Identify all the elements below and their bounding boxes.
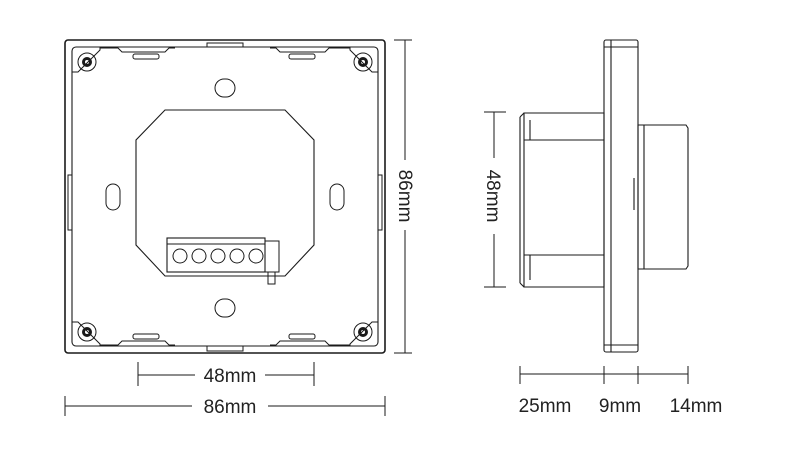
terminal-screw — [229, 248, 245, 264]
corner-cuts — [72, 47, 378, 346]
terminal-tab — [267, 271, 276, 285]
dim-label-48mm-side: 48mm — [482, 170, 503, 223]
side-plate — [603, 39, 639, 353]
dim-front-outer-width — [64, 396, 386, 416]
dim-label-86mm-height: 86mm — [394, 170, 415, 223]
terminal-screw — [172, 248, 188, 264]
dim-label-14mm: 14mm — [670, 396, 723, 417]
bottom-clips — [100, 333, 350, 346]
side-back-body — [519, 112, 605, 288]
dim-label-48mm-front: 48mm — [204, 366, 257, 387]
dim-side-depths — [519, 366, 689, 384]
side-view: 48mm 25mm 9mm 14mm — [482, 39, 723, 417]
terminal-latch — [264, 240, 280, 273]
dim-label-25mm: 25mm — [519, 396, 572, 417]
screw-hole-top-right — [353, 52, 373, 72]
mount-slot-right — [329, 183, 345, 211]
screw-hole-top-left — [77, 52, 97, 72]
top-notch — [206, 42, 244, 47]
top-clips — [100, 47, 350, 60]
terminal-screws — [172, 248, 264, 264]
central-module — [135, 109, 315, 277]
front-inner-frame — [71, 46, 379, 347]
right-notch — [378, 174, 383, 231]
screw-hole-bottom-left — [77, 322, 97, 342]
dim-label-86mm-width: 86mm — [204, 397, 257, 418]
mount-slot-bottom — [214, 298, 236, 318]
terminal-screw — [248, 248, 264, 264]
mount-slot-left — [105, 183, 121, 211]
dim-side-height — [484, 111, 506, 288]
mount-slot-top — [214, 78, 236, 98]
dim-label-9mm: 9mm — [599, 396, 641, 417]
terminal-screw — [191, 248, 207, 264]
dim-front-inner-width — [137, 362, 315, 386]
bottom-notch — [206, 346, 244, 352]
left-notch — [67, 174, 72, 231]
terminal-screw — [210, 248, 226, 264]
screw-hole-bottom-right — [353, 322, 373, 342]
terminal-block — [166, 237, 280, 285]
front-outer-frame — [64, 39, 386, 354]
side-front-knob — [637, 124, 689, 270]
dim-front-height — [394, 39, 412, 354]
front-view: 48mm 86mm 86mm — [64, 39, 415, 418]
